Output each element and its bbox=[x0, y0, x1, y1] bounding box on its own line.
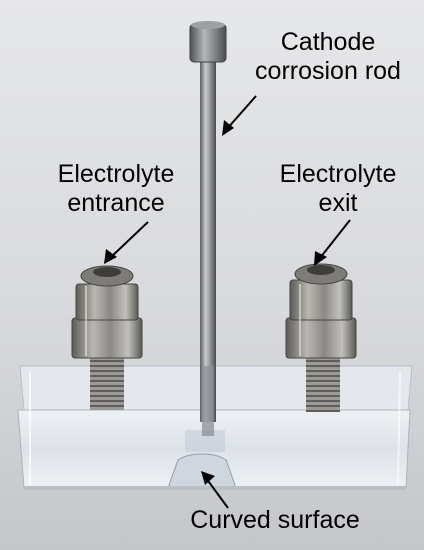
curved-surface-label: Curved surface bbox=[190, 506, 360, 534]
cathode-label-line1: Cathode bbox=[280, 28, 376, 56]
exit-label-line2: exit bbox=[318, 189, 358, 217]
entrance-label-line1: Electrolyte bbox=[57, 160, 175, 188]
electrolyte-exit-label: Electrolyte exit bbox=[258, 160, 418, 218]
cathode-label-line2: corrosion rod bbox=[255, 57, 401, 85]
exit-label-line1: Electrolyte bbox=[279, 160, 397, 188]
cathode-rod-label: Cathode corrosion rod bbox=[248, 28, 408, 86]
electrolyte-entrance-label: Electrolyte entrance bbox=[36, 160, 196, 218]
entrance-label-line2: entrance bbox=[67, 189, 165, 217]
